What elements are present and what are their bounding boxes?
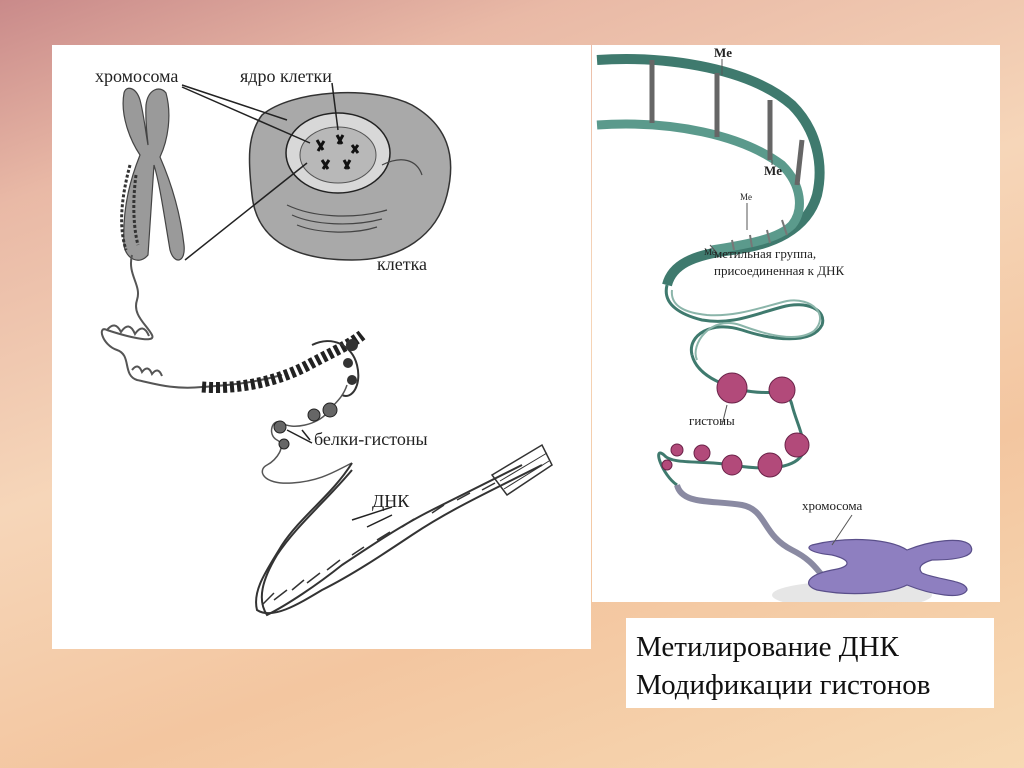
me-label-small-1: Me [740, 192, 752, 202]
methylation-diagram: Me Me Me Me метильная группа, присоедине… [592, 45, 1000, 602]
methyl-group-label-1: метильная группа, [714, 246, 816, 261]
leader-lines [181, 82, 393, 528]
me-label-top: Me [714, 45, 732, 60]
me-label-mid: Me [764, 163, 782, 178]
cell-label: клетка [377, 254, 427, 274]
cell-shape [248, 91, 452, 261]
chromosome-shape [120, 87, 185, 261]
nucleus-label: ядро клетки [240, 66, 332, 86]
dna-ladder [596, 54, 825, 287]
dna-helix [255, 443, 553, 617]
nucleosome-string [657, 354, 810, 487]
chromatin-diagram: хромосома ядро клетки клетка белки-гисто… [52, 45, 591, 649]
methylation-illustration: Me Me Me Me метильная группа, присоедине… [596, 45, 973, 602]
chromatin-fiber-right [674, 483, 825, 578]
chromosome-label-right: хромосома [802, 498, 862, 513]
me-label-small-2: Me [704, 247, 716, 257]
caption-line-methylation: Метилирование ДНК [636, 631, 899, 663]
histones-label: белки-гистоны [314, 429, 428, 449]
chromatin-illustration: хромосома ядро клетки клетка белки-гисто… [95, 66, 553, 617]
histones-label-right: гистоны [689, 413, 735, 428]
solenoid-coil [201, 330, 366, 397]
chromosome-label: хромосома [95, 66, 178, 86]
dna-label: ДНК [372, 491, 410, 511]
histone-beads [261, 384, 353, 484]
chromosome-shape-right [772, 538, 973, 602]
chromatin-fiber [100, 254, 283, 389]
caption-box: Метилирование ДНК Модификации гистонов [626, 618, 994, 708]
caption-line-histone-modification: Модификации гистонов [636, 669, 931, 701]
dna-helix-loop [664, 284, 825, 361]
right-leader-lines [709, 59, 853, 546]
methyl-group-label-2: присоединенная к ДНК [714, 263, 844, 278]
